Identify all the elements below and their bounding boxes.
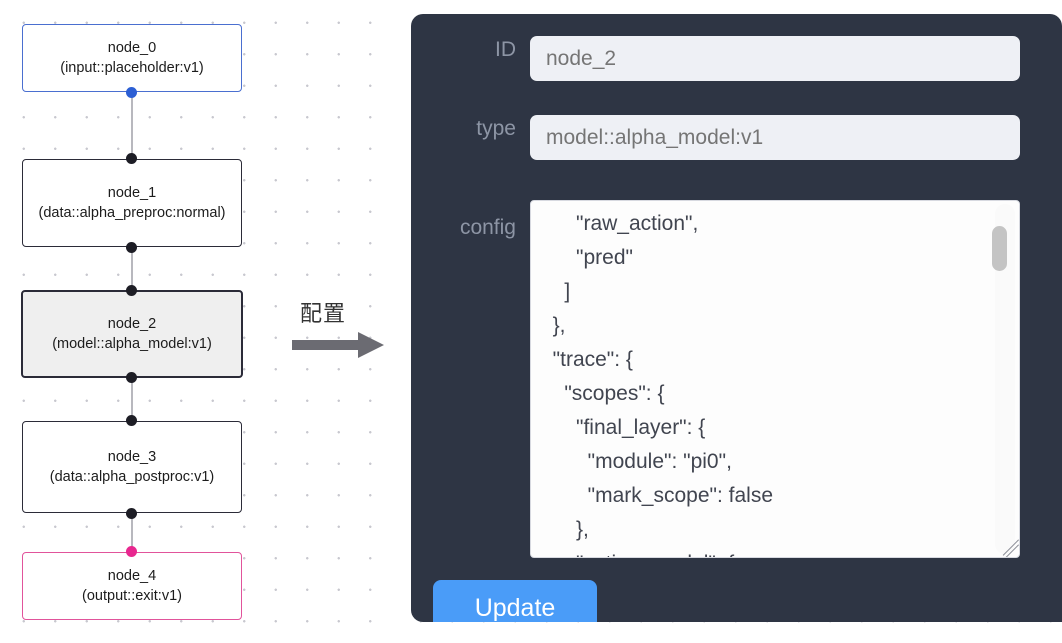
node_1-output-port[interactable] <box>126 242 137 253</box>
node_2-input-port[interactable] <box>126 285 137 296</box>
arrow-caption: 配置 <box>300 301 347 326</box>
node_3-input-port[interactable] <box>126 415 137 426</box>
config-textarea[interactable]: "raw_action", "pred" ] }, "trace": { "sc… <box>530 200 1020 558</box>
edge-node_0-node_1 <box>131 95 133 157</box>
graph-node-node_4-label: node_4 (output::exit:v1) <box>82 568 182 604</box>
graph-node-node_2-label: node_2 (model::alpha_model:v1) <box>52 316 212 352</box>
graph-canvas[interactable]: node_0 (input::placeholder:v1) node_1 (d… <box>0 0 400 643</box>
config-scrollbar-track[interactable] <box>992 204 1015 554</box>
config-field-label: config <box>459 216 516 239</box>
type-field-label: type <box>476 117 516 140</box>
graph-node-node_1-label: node_1 (data::alpha_preproc:normal) <box>38 185 226 221</box>
graph-node-node_3-label: node_3 (data::alpha_postproc:v1) <box>49 449 215 485</box>
config-textarea-wrapper: "raw_action", "pred" ] }, "trace": { "sc… <box>530 200 1020 558</box>
node_1-input-port[interactable] <box>126 153 137 164</box>
node_3-output-port[interactable] <box>126 508 137 519</box>
update-button[interactable]: Update <box>433 580 597 622</box>
right-arrow-icon <box>292 332 384 358</box>
node_0-output-port[interactable] <box>126 87 137 98</box>
node-inspector-panel: ID type config "raw_action", "pred" ] },… <box>411 14 1062 622</box>
graph-node-node_0[interactable]: node_0 (input::placeholder:v1) <box>22 24 242 92</box>
type-input[interactable] <box>530 115 1020 160</box>
id-field-label: ID <box>495 38 516 61</box>
edge-node_1-node_2 <box>131 250 133 292</box>
graph-node-node_0-label: node_0 (input::placeholder:v1) <box>60 40 204 76</box>
edge-node_2-node_3 <box>131 380 133 422</box>
config-field-row: config "raw_action", "pred" ] }, "trace"… <box>425 200 1020 558</box>
node_2-output-port[interactable] <box>126 372 137 383</box>
id-input[interactable] <box>530 36 1020 81</box>
id-field-row: ID <box>425 36 1020 81</box>
node_4-input-port[interactable] <box>126 546 137 557</box>
config-scrollbar-thumb[interactable] <box>992 226 1007 271</box>
edge-node_3-node_4 <box>131 515 133 555</box>
graph-node-node_2[interactable]: node_2 (model::alpha_model:v1) <box>21 290 243 378</box>
type-field-row: type <box>425 115 1020 160</box>
resize-handle-icon[interactable] <box>1001 539 1019 557</box>
graph-node-node_3[interactable]: node_3 (data::alpha_postproc:v1) <box>22 421 242 513</box>
graph-node-node_4[interactable]: node_4 (output::exit:v1) <box>22 552 242 620</box>
graph-node-node_1[interactable]: node_1 (data::alpha_preproc:normal) <box>22 159 242 247</box>
flow-arrow-group: 配置 <box>292 296 392 366</box>
